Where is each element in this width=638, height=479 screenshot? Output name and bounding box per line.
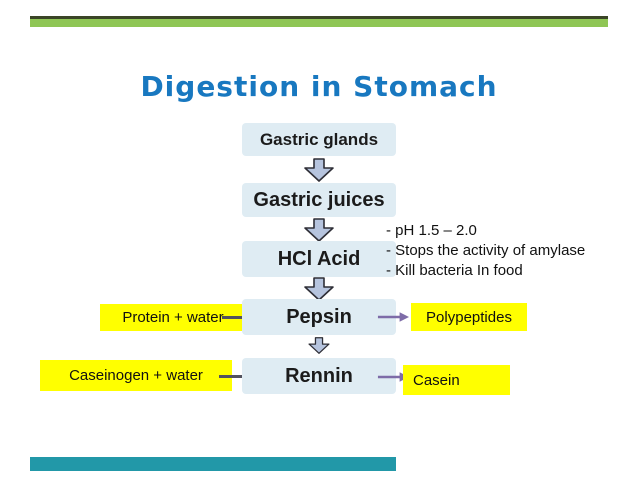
hcl-note-ph: - pH 1.5 – 2.0 [386, 222, 477, 239]
top-accent-bar [30, 19, 608, 27]
flow-box-pepsin: Pepsin [242, 299, 396, 335]
down-arrow-icon [304, 218, 334, 242]
flow-box-gastric-juices: Gastric juices [242, 183, 396, 217]
hcl-note-bacteria: - Kill bacteria In food [386, 262, 523, 279]
top-accent-line [30, 16, 608, 19]
footer-accent-bar [30, 457, 396, 471]
flow-box-rennin: Rennin [242, 358, 396, 394]
right-arrow-icon [377, 312, 409, 322]
flow-box-label: HCl Acid [277, 247, 361, 270]
page-title: Digestion in Stomach [140, 70, 498, 103]
rennin-input-label: Caseinogen + water [40, 360, 232, 391]
flow-box-gastric-glands: Gastric glands [242, 123, 396, 156]
hcl-notes: - pH 1.5 – 2.0 - Stops the activity of a… [386, 221, 585, 281]
flow-box-label: Gastric juices [253, 188, 385, 211]
rennin-input-connector [219, 375, 261, 378]
rennin-output-label: Casein [403, 365, 510, 395]
flow-box-hcl-acid: HCl Acid [242, 241, 396, 277]
down-arrow-icon [308, 337, 330, 354]
down-arrow-icon [304, 158, 334, 182]
down-arrow-icon [304, 277, 334, 301]
flow-box-label: Rennin [285, 364, 353, 387]
hcl-note-amylase: - Stops the activity of amylase [386, 242, 586, 259]
flow-box-label: Gastric glands [259, 129, 379, 149]
pepsin-input-label: Protein + water [100, 304, 246, 331]
pepsin-output-label: Polypeptides [411, 303, 527, 331]
flow-box-label: Pepsin [286, 305, 352, 328]
